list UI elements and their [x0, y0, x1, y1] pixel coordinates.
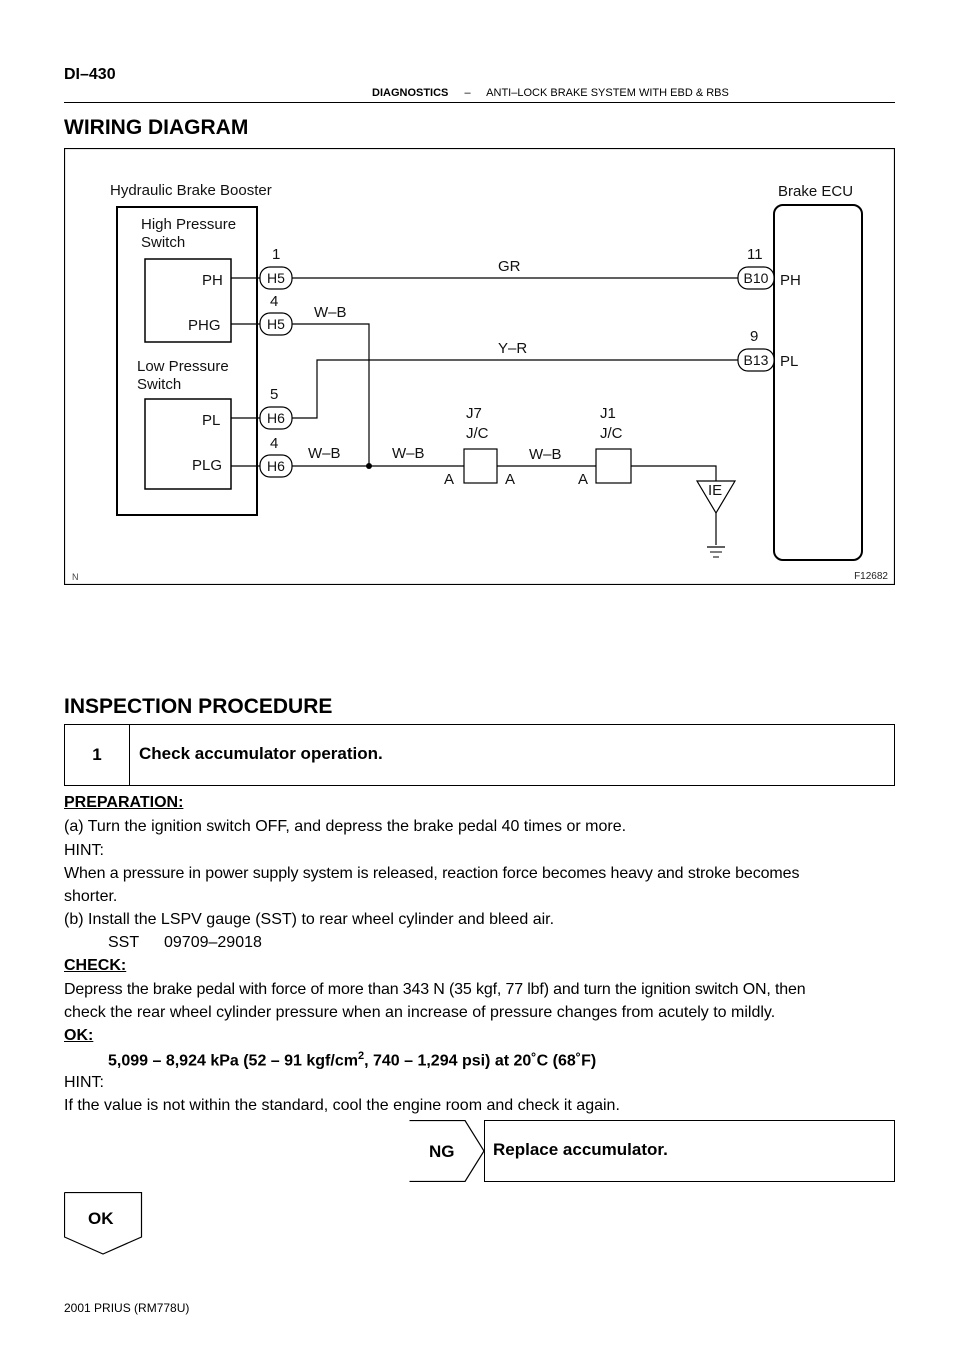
header-rule — [64, 102, 895, 103]
junction-j7 — [463, 448, 498, 484]
connector-b10-label: B10 — [744, 270, 769, 286]
prep-step-b: (b) Install the LSPV gauge (SST) to rear… — [64, 911, 555, 928]
ecu-terminal-pl: PL — [780, 353, 798, 370]
wires — [231, 277, 774, 481]
ok-spec-part2: , 740 – 1,294 psi) at 20˚C (68˚F) — [364, 1052, 597, 1070]
connector-b10: B10 — [737, 266, 775, 290]
preparation-label: PREPARATION: — [64, 794, 184, 811]
page-number: DI–430 — [64, 66, 116, 83]
ok-spec-part1: 5,099 – 8,924 kPa (52 – 91 kgf/cm — [108, 1052, 358, 1070]
sst-label: SST — [108, 934, 140, 951]
connector-h6a: H6 — [259, 406, 293, 430]
connector-h5a-label: H5 — [267, 270, 285, 286]
connector-h5b: H5 — [259, 312, 293, 336]
pin-h6b: 4 — [270, 435, 278, 452]
hint-label-1: HINT: — [64, 842, 104, 859]
ok-flow-label: OK — [88, 1209, 114, 1228]
inspection-heading: INSPECTION PROCEDURE — [64, 695, 333, 718]
terminal-plg: PLG — [192, 457, 222, 474]
junction-j1-label: J1 — [600, 405, 616, 422]
check-text-1: Depress the brake pedal with force of mo… — [64, 981, 806, 998]
junction-pin-a-2: A — [505, 471, 515, 488]
splice-point — [366, 463, 372, 469]
wire-label-wb-4: W–B — [529, 446, 562, 463]
junction-j7-sub: J/C — [466, 425, 489, 442]
section-subtitle: ANTI–LOCK BRAKE SYSTEM WITH EBD & RBS — [486, 87, 729, 99]
pin-h6a: 5 — [270, 386, 278, 403]
sst-value: 09709–29018 — [164, 934, 262, 951]
connector-h6b: H6 — [259, 454, 293, 478]
check-text-2: check the rear wheel cylinder pressure w… — [64, 1004, 776, 1021]
wiring-diagram: Hydraulic Brake Booster High Pressure Sw… — [64, 148, 895, 585]
wire-label-wb-2: W–B — [308, 445, 341, 462]
hint-label-2: HINT: — [64, 1074, 104, 1091]
terminal-ph: PH — [202, 272, 223, 289]
ng-action-box: Replace accumulator. — [484, 1120, 895, 1182]
ok-label: OK: — [64, 1027, 94, 1044]
wire-label-gr: GR — [498, 258, 521, 275]
terminal-phg: PHG — [188, 317, 221, 334]
junction-j7-label: J7 — [466, 405, 482, 422]
ok-spec-sup: 2 — [357, 1050, 365, 1062]
ok-flow-shape: OK — [64, 1192, 143, 1255]
corner-mark: N — [72, 572, 79, 582]
booster-box — [116, 206, 258, 516]
booster-label: Hydraulic Brake Booster — [110, 182, 272, 199]
lps-label-1: Low Pressure — [137, 358, 229, 375]
connector-b13-label: B13 — [744, 352, 769, 368]
footer-model: 2001 PRIUS (RM778U) — [64, 1301, 190, 1315]
pin-h5b: 4 — [270, 293, 278, 310]
figure-id: F12682 — [854, 571, 888, 582]
section-header: DIAGNOSTICS – ANTI–LOCK BRAKE SYSTEM WIT… — [372, 87, 729, 99]
brake-ecu-box — [773, 204, 863, 561]
low-pressure-switch — [144, 398, 232, 490]
hint-text-2: If the value is not within the standard,… — [64, 1097, 620, 1114]
section-title: DIAGNOSTICS — [372, 87, 449, 99]
terminal-pl: PL — [202, 412, 220, 429]
pin-b10: 11 — [747, 246, 763, 263]
high-pressure-switch — [144, 258, 232, 343]
ecu-terminal-ph: PH — [780, 272, 801, 289]
lps-label-2: Switch — [137, 376, 181, 393]
ok-spec-value: 5,099 – 8,924 kPa (52 – 91 kgf/cm2, 740 … — [108, 1050, 596, 1070]
check-label: CHECK: — [64, 957, 127, 974]
ecu-label: Brake ECU — [778, 183, 853, 200]
ground-icon — [695, 480, 737, 558]
pin-b13: 9 — [750, 328, 758, 345]
pin-h5a: 1 — [272, 246, 280, 263]
wire-label-wb-1: W–B — [314, 304, 347, 321]
junction-j1 — [595, 448, 632, 484]
step-number: 1 — [65, 725, 130, 785]
connector-h6a-label: H6 — [267, 410, 285, 426]
ground-label: IE — [708, 482, 722, 499]
step-header: 1 Check accumulator operation. — [64, 724, 895, 786]
connector-b13: B13 — [737, 348, 775, 372]
wire-label-yr: Y–R — [498, 340, 527, 357]
wire-label-wb-3: W–B — [392, 445, 425, 462]
hint-text-1b: shorter. — [64, 888, 118, 905]
hps-label-1: High Pressure — [141, 216, 236, 233]
wiring-heading: WIRING DIAGRAM — [64, 116, 249, 139]
junction-j1-sub: J/C — [600, 425, 623, 442]
ng-action-text: Replace accumulator. — [493, 1140, 668, 1159]
connector-h6b-label: H6 — [267, 458, 285, 474]
step-title: Check accumulator operation. — [139, 744, 383, 763]
junction-pin-a-3: A — [578, 471, 588, 488]
junction-pin-a-1: A — [444, 471, 454, 488]
hps-label-2: Switch — [141, 234, 185, 251]
hint-text-1a: When a pressure in power supply system i… — [64, 865, 800, 882]
connector-h5a: H5 — [259, 266, 293, 290]
ng-arrow-shape: NG — [409, 1120, 485, 1182]
section-dash: – — [464, 87, 471, 99]
prep-step-a: (a) Turn the ignition switch OFF, and de… — [64, 818, 627, 835]
connector-h5b-label: H5 — [267, 316, 285, 332]
ng-label: NG — [429, 1142, 455, 1161]
